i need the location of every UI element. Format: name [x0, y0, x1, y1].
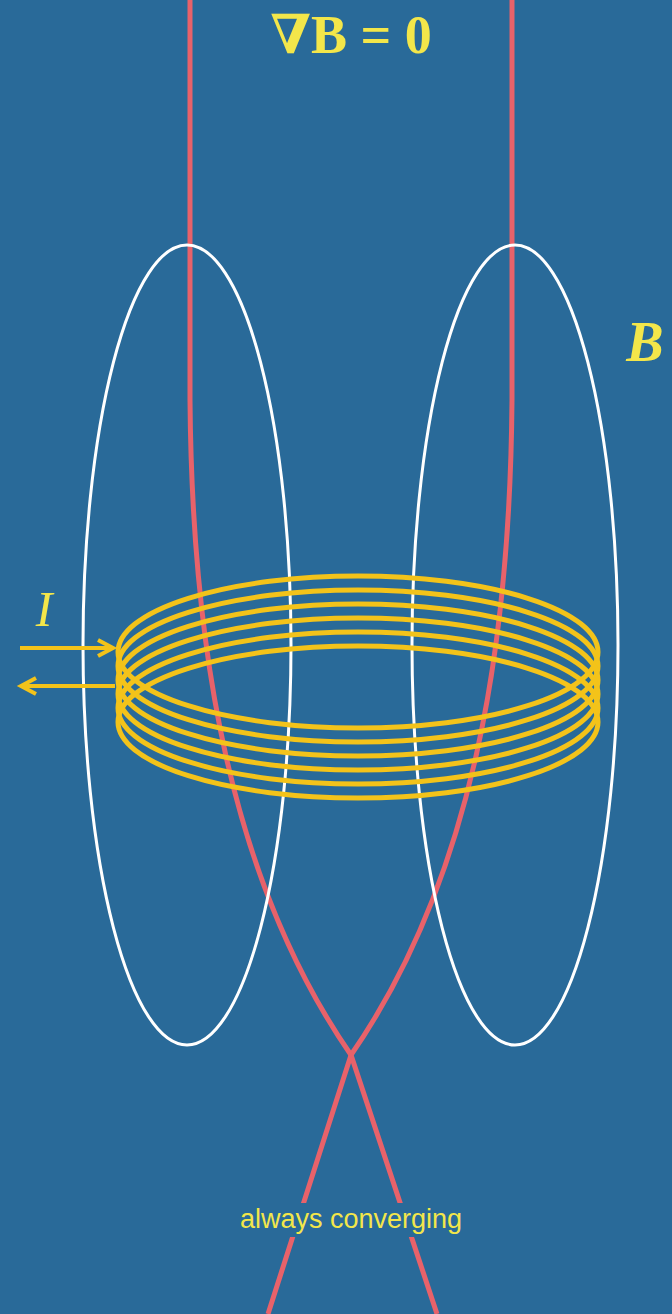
- coil-windings: [118, 576, 598, 798]
- coil-turn: [118, 632, 598, 784]
- field-symbol: B: [626, 312, 663, 374]
- current-symbol: I: [36, 582, 53, 637]
- coil-turn: [118, 618, 598, 770]
- coil-turn: [118, 646, 598, 798]
- field-loop: [83, 245, 291, 1045]
- note-text: always converging: [234, 1203, 468, 1237]
- equation-title: ∇B = 0: [270, 6, 431, 65]
- current-arrows: [20, 640, 115, 694]
- coil-turn: [118, 604, 598, 756]
